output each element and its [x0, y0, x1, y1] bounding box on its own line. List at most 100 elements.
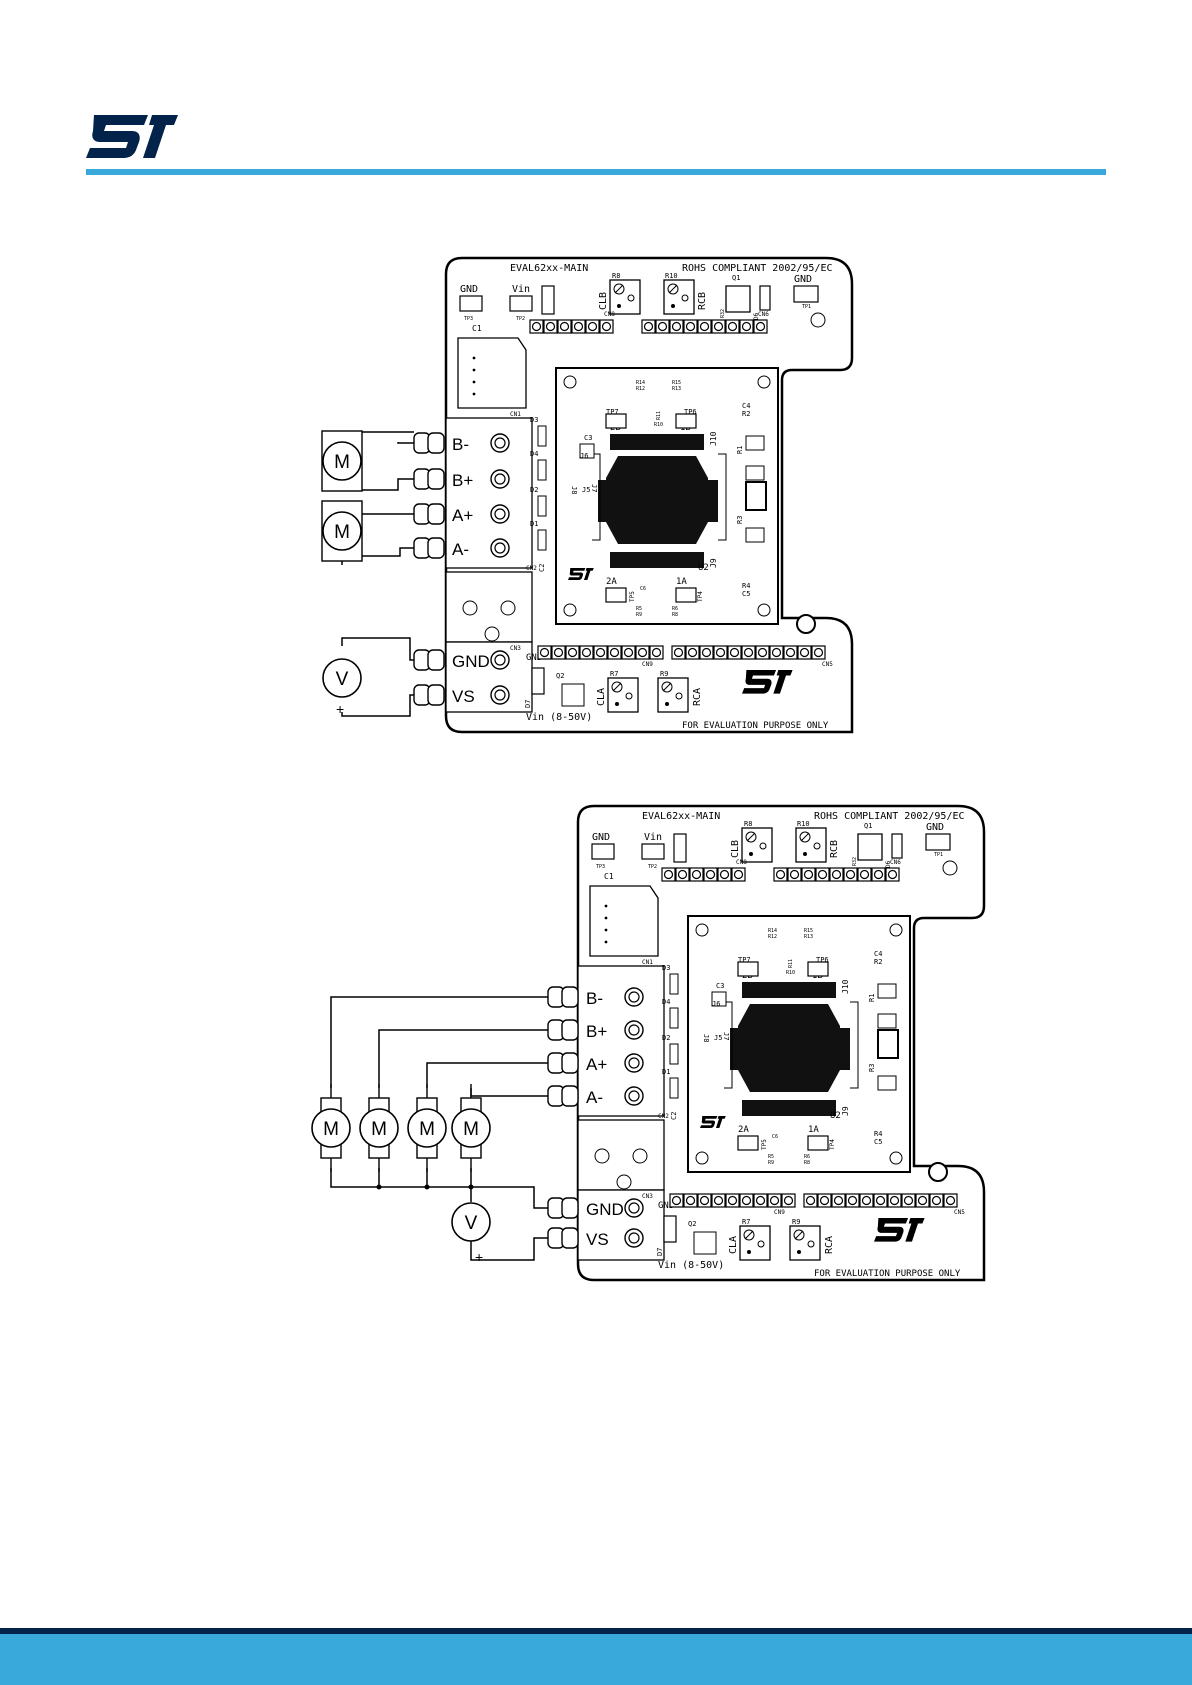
terminal-screw-inner — [494, 542, 506, 554]
tp4-label: TP4 — [829, 1139, 836, 1150]
mount-hole-right — [928, 1162, 948, 1182]
cn6-label: CN6 — [758, 311, 769, 318]
j8-label: J8 — [570, 486, 578, 494]
j5-label: J5 — [714, 1034, 722, 1042]
pin-hole — [769, 1195, 780, 1206]
pin-hole — [637, 647, 648, 658]
trimmer-pin — [627, 294, 635, 302]
footer — [0, 1628, 1192, 1685]
r9-trimmer — [789, 1225, 821, 1261]
c2-label: C2 — [670, 1112, 678, 1120]
cn9-label: CN9 — [774, 1209, 785, 1216]
gnd-bottom-label: GND — [526, 653, 542, 663]
st-logo-t — [715, 1116, 726, 1129]
pin-hole — [819, 1195, 830, 1206]
r14-label: R14 — [768, 928, 777, 934]
trimmer-pin — [813, 842, 821, 850]
cn2-label: CN2 — [526, 565, 537, 572]
cn2-hole — [484, 626, 500, 642]
r7-label: R7 — [742, 1218, 750, 1226]
source-letter: V — [336, 669, 349, 690]
r4-label: R4 — [874, 1130, 882, 1138]
module-frame — [592, 453, 727, 541]
pin-hole — [701, 647, 712, 658]
r8-label: R8 — [612, 272, 620, 280]
tp1-pad — [793, 285, 819, 303]
pin-hole — [743, 647, 754, 658]
diagram2-terminal-a-plus: A+ — [547, 1052, 644, 1074]
trimmer-pin — [759, 842, 767, 850]
footer-bar — [0, 1634, 1192, 1685]
r9-label: R9 — [660, 670, 668, 678]
motor-circle — [359, 1108, 399, 1148]
c1-label: C1 — [604, 872, 614, 881]
c1-dot — [472, 368, 476, 372]
vin-label: Vin — [644, 832, 662, 843]
tp7-label: TP7 — [738, 956, 751, 964]
gnd-label: GND — [460, 284, 478, 295]
r5-label: R5 — [768, 1154, 774, 1160]
trimmer-pin — [615, 702, 619, 706]
c1-dot — [472, 380, 476, 384]
diagram1-terminal-b-plus: B+ — [413, 468, 510, 490]
cn2-hole — [462, 600, 478, 616]
source-letter: V — [465, 1213, 478, 1234]
trimmer-body — [607, 677, 639, 713]
cn2-block — [577, 1119, 665, 1191]
r6-label: R6 — [672, 606, 678, 612]
vin-label: Vin — [512, 284, 530, 295]
pin-hole — [813, 647, 824, 658]
source-circle — [322, 658, 362, 698]
pin-hole — [727, 1195, 738, 1206]
terminal-plug — [427, 503, 445, 525]
d2-diode — [669, 1043, 679, 1065]
diagram2-motor-3: M — [407, 1084, 447, 1172]
d2-label: D2 — [662, 1034, 670, 1042]
tp5-label: TP5 — [629, 591, 636, 602]
c5-label: C5 — [874, 1138, 882, 1146]
diagram2-source: V — [451, 1202, 491, 1242]
q2-body — [693, 1231, 717, 1255]
motor-circle — [311, 1108, 351, 1148]
cn5-label: CN5 — [822, 661, 833, 668]
mount-hole-right — [796, 614, 816, 634]
d6-label: D6 — [753, 312, 760, 320]
motor-letter: M — [334, 452, 350, 473]
st-logo — [86, 115, 178, 158]
pin-hole — [831, 869, 842, 880]
cn6-label: CN6 — [890, 859, 901, 866]
smd-part — [745, 527, 765, 543]
pin-hole — [705, 869, 716, 880]
pin-hole — [699, 321, 710, 332]
d7-diode — [663, 1215, 677, 1243]
r4-label: R4 — [742, 582, 750, 590]
cn2-hole — [500, 600, 516, 616]
cn8-label: CN8 — [736, 859, 747, 866]
pin-hole — [601, 321, 612, 332]
pin-hole — [873, 869, 884, 880]
pin-hole — [719, 869, 730, 880]
trimmer-body — [657, 677, 689, 713]
r12-label: R12 — [768, 934, 777, 940]
pin-hole — [595, 647, 606, 658]
module-hole — [757, 375, 771, 389]
eval-only-label: FOR EVALUATION PURPOSE ONLY — [682, 721, 829, 731]
d2-label: D2 — [530, 486, 538, 494]
r9-label: R9 — [792, 1218, 800, 1226]
pin-hole — [799, 647, 810, 658]
terminal-plug — [427, 649, 445, 671]
pin-hole — [803, 869, 814, 880]
terminal-plug — [427, 432, 445, 454]
trimmer-pin — [617, 304, 621, 308]
tp5-pad — [605, 587, 627, 603]
c5-label: C5 — [742, 590, 750, 598]
pin-hole — [845, 869, 856, 880]
terminal-screw-inner — [628, 1024, 640, 1036]
motor-circle — [322, 511, 362, 551]
connector-bottom — [610, 552, 704, 568]
cn3-block — [577, 1189, 665, 1261]
motor-letter: M — [463, 1119, 479, 1140]
cn8-label: CN8 — [604, 311, 615, 318]
cla-label: CLA — [728, 1236, 739, 1254]
